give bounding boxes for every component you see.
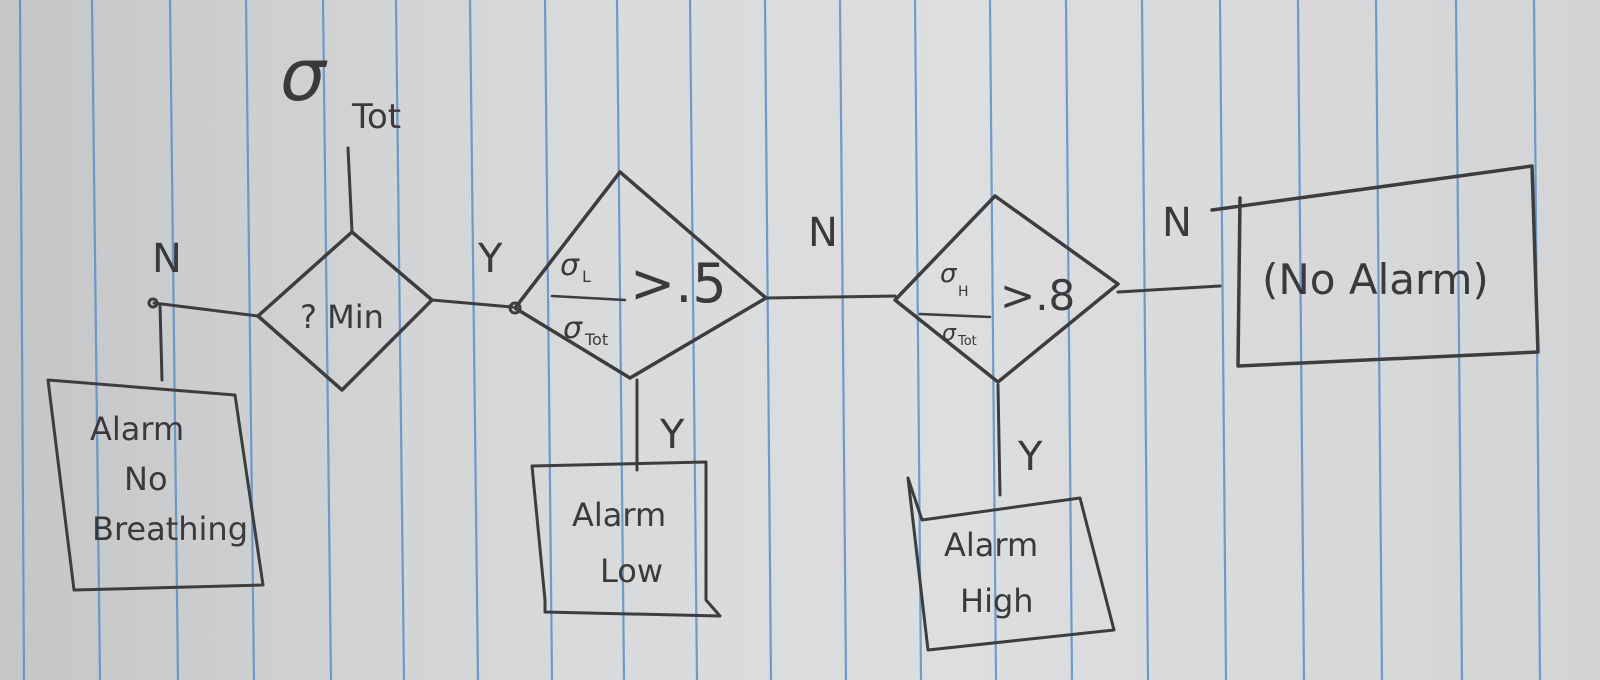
d2-numerator-sub: L: [582, 267, 591, 286]
d2-numerator: σ: [560, 248, 580, 283]
sigma-tot-input-label: σ Tot: [280, 33, 401, 234]
d3-yes-label: Y: [1017, 434, 1043, 480]
d1-yes-connector: [430, 298, 514, 309]
no-alarm-box: (No Alarm): [1210, 164, 1540, 368]
junction-dot-1: [147, 297, 159, 309]
d2-no-connector: [764, 294, 897, 300]
alarm-high-box: Alarm High: [906, 476, 1116, 652]
low-box-outline: [530, 460, 722, 618]
d1-no-connector: [152, 301, 260, 318]
no-breathing-connector: [158, 303, 164, 382]
no-breathing-line-3: Breathing: [92, 510, 248, 548]
no-breathing-line-2: No: [124, 460, 168, 498]
decision-high-ratio: σ H σ Tot >.8 N Y: [893, 194, 1192, 480]
low-line-2: Low: [600, 552, 663, 590]
alarm-no-breathing-box: Alarm No Breathing: [46, 378, 265, 592]
d3-denominator: σ: [942, 321, 957, 346]
d2-no-label: N: [808, 210, 838, 256]
no-alarm-box-outline: [1210, 164, 1540, 368]
d1-yes-label: Y: [477, 236, 503, 282]
d2-comparison: >.5: [630, 252, 727, 315]
high-line-2: High: [960, 582, 1034, 620]
high-box-outline: [906, 476, 1116, 652]
low-line-1: Alarm: [572, 496, 666, 534]
d2-denominator-sub: Tot: [584, 330, 608, 349]
no-breathing-line-1: Alarm: [90, 410, 184, 448]
d1-no-label: N: [152, 236, 182, 282]
input-connector: [346, 146, 354, 234]
d3-yes-connector: [996, 383, 1002, 497]
ruled-lines: [18, 0, 1542, 680]
alarm-low-box: Alarm Low: [530, 460, 722, 618]
decision-diamond-1: [256, 230, 434, 392]
decision-min: ? Min Y N: [152, 230, 503, 392]
d3-numerator: σ: [940, 259, 958, 289]
d3-denominator-sub: Tot: [957, 334, 977, 349]
d2-denominator: σ: [563, 311, 583, 346]
decision-diamond-2: [513, 170, 768, 380]
sigma-subscript: Tot: [351, 97, 401, 137]
sigma-symbol: σ: [280, 33, 328, 117]
junction-dot-2: [508, 301, 522, 315]
d3-fraction-bar: [918, 312, 992, 319]
decision-diamond-3: [893, 194, 1120, 384]
d2-yes-label: Y: [659, 412, 685, 458]
d3-comparison: >.8: [1000, 271, 1075, 320]
d3-numerator-sub: H: [958, 284, 969, 300]
decision-1-label: ? Min: [300, 298, 384, 336]
d2-fraction-bar: [550, 294, 627, 302]
decision-low-ratio: σ L σ Tot >.5 N Y: [513, 170, 838, 458]
high-line-1: Alarm: [944, 526, 1038, 564]
no-alarm-label: (No Alarm): [1262, 255, 1489, 304]
d3-no-label: N: [1162, 200, 1192, 246]
no-breathing-box-outline: [46, 378, 265, 592]
d3-no-connector: [1116, 284, 1222, 294]
